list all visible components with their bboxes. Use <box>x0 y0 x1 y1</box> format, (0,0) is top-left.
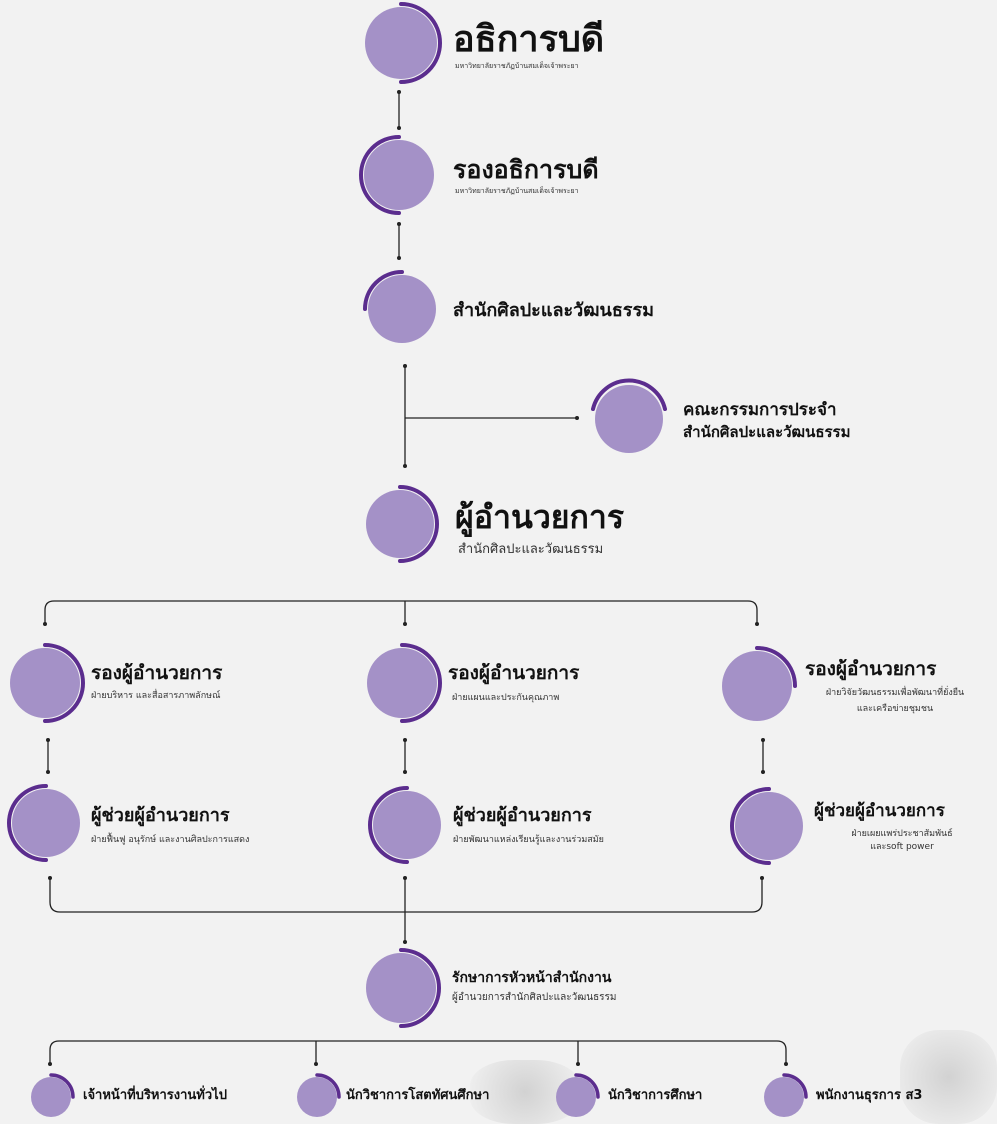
node-title: รองผู้อำนวยการ <box>448 662 580 684</box>
avatar <box>359 135 434 215</box>
avatar <box>10 643 85 723</box>
avatar <box>722 646 797 721</box>
avatar <box>363 270 436 343</box>
avatar <box>368 786 441 864</box>
node-title: รองผู้อำนวยการ <box>805 658 937 680</box>
avatar <box>367 643 442 723</box>
node-title: อธิการบดี <box>453 19 605 60</box>
avatar <box>297 1073 341 1117</box>
node-subtitle: ฝ่ายฟื้นฟู อนุรักษ์ และงานศิลปะการแสดง <box>91 835 250 845</box>
node-subtitle: มหาวิทยาลัยราชภัฏบ้านสมเด็จเจ้าพระยา <box>455 187 579 195</box>
avatar <box>7 784 80 862</box>
node-title-line2: สำนักศิลปะและวัฒนธรรม <box>683 423 851 441</box>
node-title: สำนักศิลปะและวัฒนธรรม <box>453 300 655 321</box>
node-title: รองผู้อำนวยการ <box>91 662 223 684</box>
avatar <box>366 485 439 563</box>
node-subtitle: ฝ่ายบริหาร และสื่อสารภาพลักษณ์ <box>91 691 221 701</box>
node-subtitle-line1: ฝ่ายวิจัยวัฒนธรรมเพื่อพัฒนาที่ยั่งยืน <box>825 688 965 698</box>
background-sketch <box>900 1030 997 1124</box>
node-subtitle: มหาวิทยาลัยราชภัฏบ้านสมเด็จเจ้าพระยา <box>455 62 579 70</box>
node-subtitle-line2: และเครือข่ายชุมชน <box>856 704 934 714</box>
avatar <box>764 1073 808 1117</box>
node-title: เจ้าหน้าที่บริหารงานทั่วไป <box>83 1088 227 1103</box>
node-title: รักษาการหัวหน้าสำนักงาน <box>452 970 612 986</box>
node-title-line1: คณะกรรมการประจำ <box>683 400 837 420</box>
node-title: ผู้ช่วยผู้อำนวยการ <box>814 801 945 821</box>
node-title: ผู้อำนวยการ <box>455 498 625 536</box>
avatar <box>730 787 803 865</box>
node-subtitle-line1: ฝ่ายเผยแพร่ประชาสัมพันธ์ <box>851 829 953 839</box>
avatar <box>365 2 442 84</box>
node-subtitle: ผู้อำนวยการสำนักศิลปะและวัฒนธรรม <box>452 992 617 1003</box>
node-title: ผู้ช่วยผู้อำนวยการ <box>91 805 230 826</box>
avatar <box>591 378 667 453</box>
avatar <box>366 948 441 1028</box>
node-subtitle: สำนักศิลปะและวัฒนธรรม <box>458 542 604 557</box>
node-subtitle-line2: และsoft power <box>870 842 934 852</box>
node-title: พนักงานธุรการ ส3 <box>816 1088 923 1103</box>
avatar <box>31 1073 75 1117</box>
node-subtitle: ฝ่ายแผนและประกันคุณภาพ <box>452 693 560 703</box>
node-title: นักวิชาการโสตทัศนศึกษา <box>346 1088 490 1103</box>
avatar <box>556 1073 600 1117</box>
node-subtitle: ฝ่ายพัฒนาแหล่งเรียนรู้และงานร่วมสมัย <box>453 835 604 845</box>
node-title: ผู้ช่วยผู้อำนวยการ <box>453 805 592 826</box>
node-title: นักวิชาการศึกษา <box>608 1088 703 1103</box>
node-title: รองอธิการบดี <box>453 155 599 184</box>
